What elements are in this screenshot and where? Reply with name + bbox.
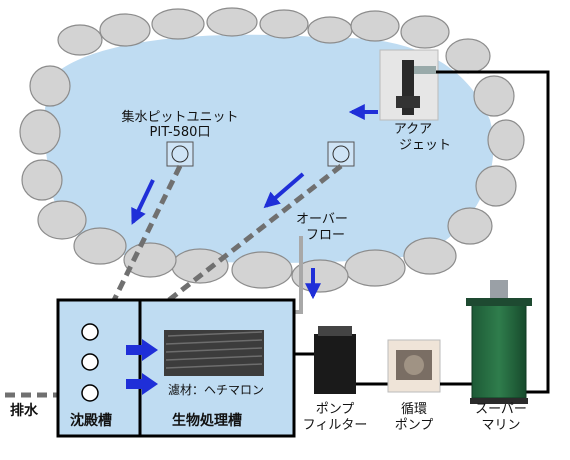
aqua-jet-device [379,49,439,121]
return-pipe [436,70,550,394]
super-marine-label-line2: マリン [481,418,521,433]
collector-pit-left [166,141,194,167]
circulation-pump-label-line2: ポンプ [394,418,434,433]
filter-media [164,330,264,376]
overflow-label-line1: オーバー [296,212,348,227]
pump-filter [314,326,356,394]
aqua-jet-label-line2: ジェット [398,138,451,153]
super-marine-unit [466,280,532,404]
collector-label-line2: PIT-580口 [149,125,211,140]
super-marine-label-line1: スーパー [475,402,527,417]
pond-rocks [19,7,525,293]
circulation-pump-label-line1: 循環 [400,402,427,417]
sedimentation-tank-label: 沈殿槽 [70,413,112,429]
pump-filter-label-line2: フィルター [302,418,368,433]
collector-label-line1: 集水ピットユニット [121,110,239,125]
collector-pit-right [327,141,355,167]
pump-filter-label-line1: ポンプ [315,402,355,417]
overflow-label-line2: フロー [306,228,346,243]
circulation-pump [387,339,441,393]
bio-treatment-tank-label: 生物処理槽 [172,413,242,429]
filter-media-label: 濾材：ヘチマロン [168,383,265,397]
pond-flow-arrows [131,104,378,300]
drain-label: 排水 [10,403,38,419]
tank-flow-arrows [126,339,158,395]
aqua-jet-label-line1: アクア [393,122,433,137]
